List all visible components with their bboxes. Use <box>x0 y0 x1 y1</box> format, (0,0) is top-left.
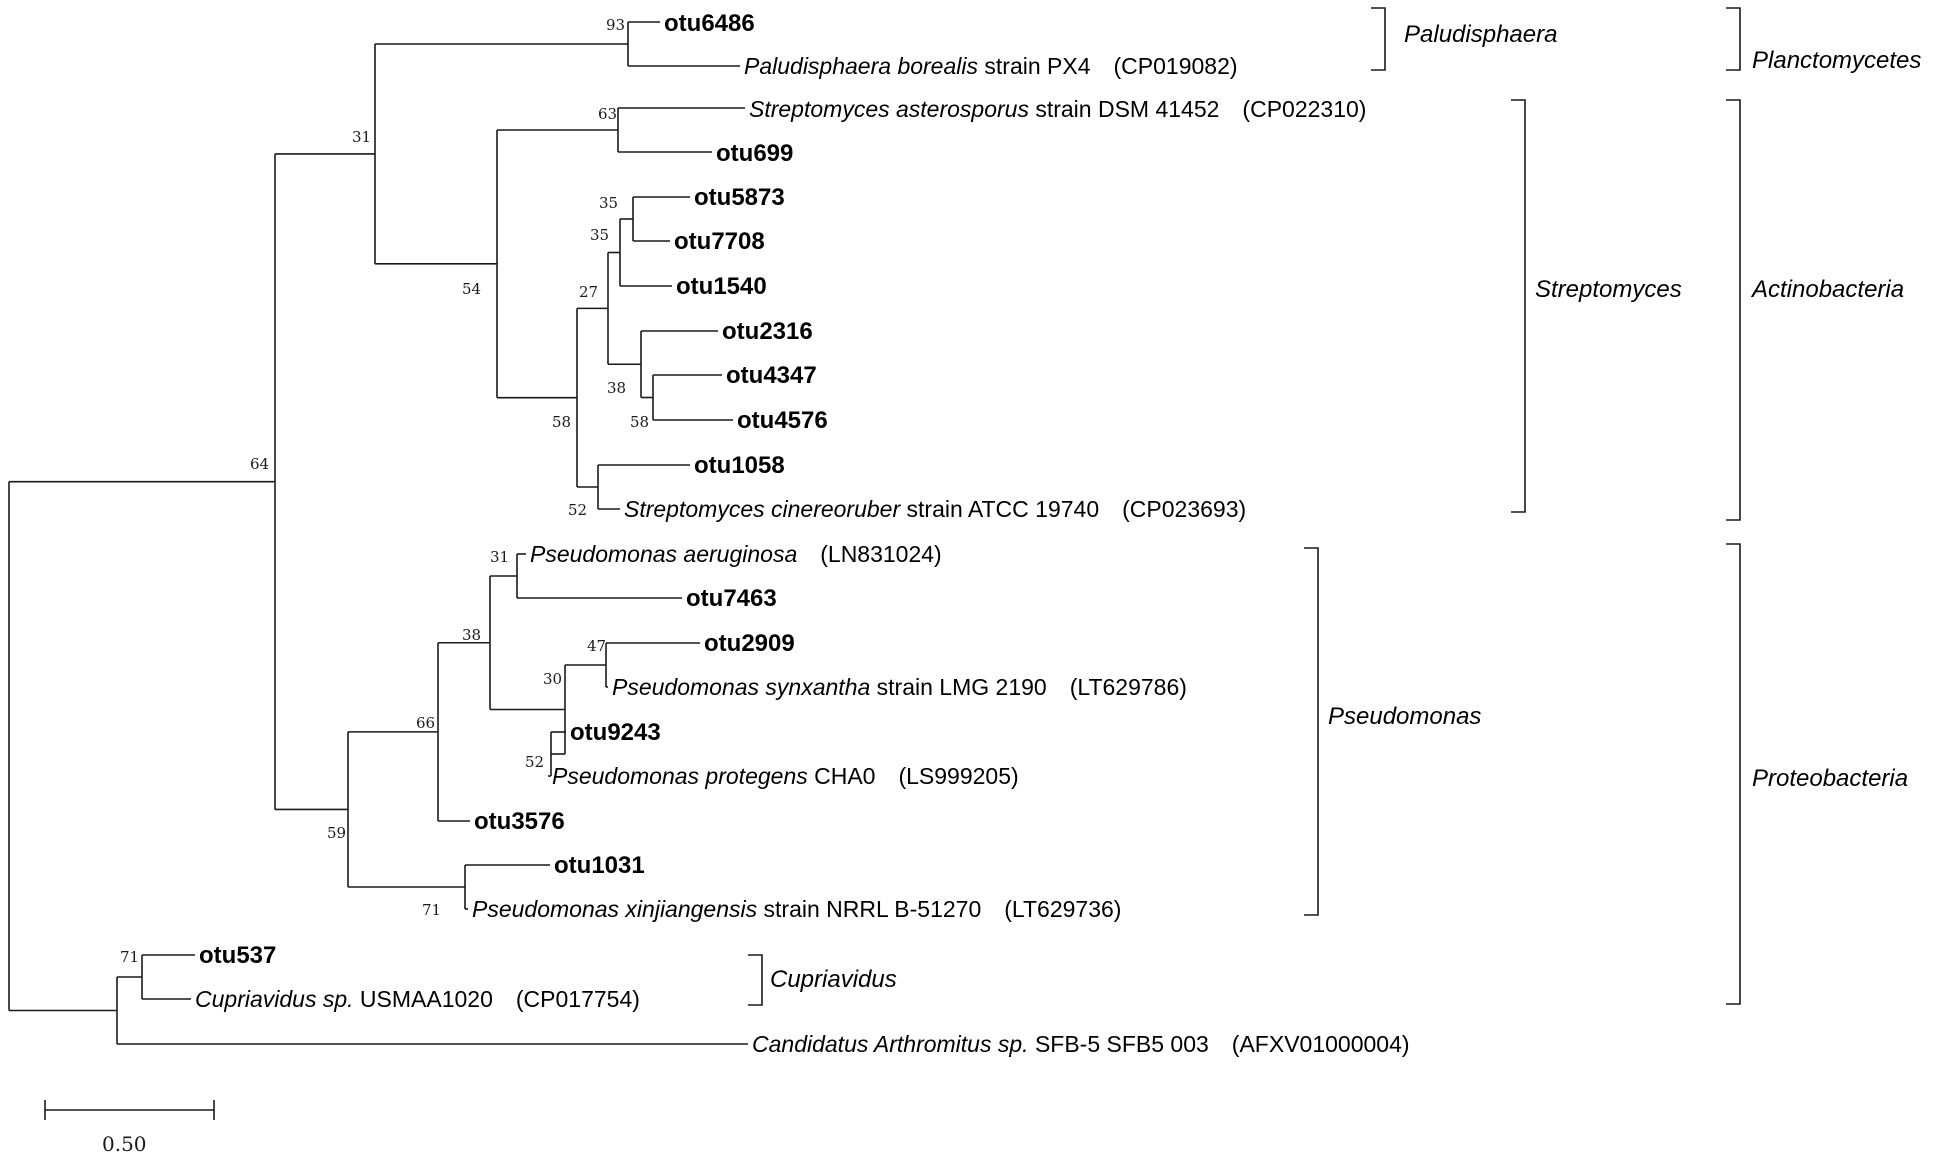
phylum-actinobacteria-label: Actinobacteria <box>1750 276 1904 303</box>
tip-label-otu537: otu537 <box>199 942 276 969</box>
bootstrap-value: 58 <box>630 413 649 431</box>
tip-label-otu3576: otu3576 <box>474 808 565 835</box>
tip-label-otu6486: otu6486 <box>664 10 755 37</box>
tip-label-p_synxantha: Pseudomonas synxantha strain LMG 2190 (L… <box>612 674 1187 700</box>
tip-label-paludisphaera: Paludisphaera borealis strain PX4 (CP019… <box>744 53 1238 79</box>
bootstrap-value: 47 <box>587 637 606 655</box>
tip-label-p_xinjiangensis: Pseudomonas xinjiangensis strain NRRL B-… <box>472 896 1121 922</box>
tip-label-otu2909: otu2909 <box>704 630 795 657</box>
bootstrap-value: 52 <box>568 501 587 519</box>
tip-label-otu1540: otu1540 <box>676 273 767 300</box>
tip-label-otu1058: otu1058 <box>694 452 785 479</box>
tip-label-otu2316: otu2316 <box>722 318 813 345</box>
species-name: Candidatus Arthromitus sp. <box>752 1031 1029 1057</box>
bootstrap-value: 59 <box>327 824 346 842</box>
bootstrap-value: 35 <box>599 194 618 212</box>
strain-accession: strain DSM 41452 (CP022310) <box>1029 96 1367 122</box>
bootstrap-value: 71 <box>120 948 139 966</box>
species-name: Pseudomonas aeruginosa <box>530 541 797 567</box>
tip-label-otu4576: otu4576 <box>737 407 828 434</box>
strain-accession: SFB-5 SFB5 003 (AFXV01000004) <box>1029 1031 1410 1057</box>
tip-label-otu5873: otu5873 <box>694 184 785 211</box>
strain-accession: USMAA1020 (CP017754) <box>354 986 640 1012</box>
species-name: Pseudomonas xinjiangensis <box>472 896 758 922</box>
bootstrap-value: 71 <box>422 901 441 919</box>
tip-label-p_aeruginosa: Pseudomonas aeruginosa (LN831024) <box>530 541 942 567</box>
species-name: Pseudomonas synxantha <box>612 674 870 700</box>
bootstrap-value: 38 <box>462 626 481 644</box>
tip-label-s_asterosporus: Streptomyces asterosporus strain DSM 414… <box>749 96 1366 122</box>
bootstrap-value: 66 <box>416 714 435 732</box>
tip-label-otu7463: otu7463 <box>686 585 777 612</box>
bootstrap-value: 63 <box>598 105 617 123</box>
genus-paludisphaera-label: Paludisphaera <box>1404 21 1557 48</box>
strain-accession: (LN831024) <box>797 541 941 567</box>
tree-branches <box>8 21 748 1045</box>
tip-label-s_cinereoruber: Streptomyces cinereoruber strain ATCC 19… <box>624 496 1246 522</box>
bootstrap-values: 9331635435352738585852643138473052665971… <box>120 16 649 966</box>
phylum-actinobacteria-bracket <box>1726 99 1741 521</box>
bootstrap-value: 27 <box>579 283 598 301</box>
tip-label-otu9243: otu9243 <box>570 719 661 746</box>
tip-label-cupriavidus: Cupriavidus sp. USMAA1020 (CP017754) <box>195 986 640 1012</box>
bootstrap-value: 54 <box>462 280 481 298</box>
strain-accession: strain PX4 (CP019082) <box>978 53 1238 79</box>
strain-accession: strain NRRL B-51270 (LT629736) <box>757 896 1121 922</box>
tip-label-otu1031: otu1031 <box>554 852 645 879</box>
genus-cupriavidus-label: Cupriavidus <box>770 966 897 993</box>
species-name: Pseudomonas protegens <box>552 763 808 789</box>
bootstrap-value: 31 <box>490 548 509 566</box>
genus-pseudomonas-label: Pseudomonas <box>1328 703 1481 730</box>
phylum-planctomycetes-label: Planctomycetes <box>1752 47 1921 74</box>
bootstrap-value: 31 <box>352 128 371 146</box>
clade-brackets: PaludisphaeraStreptomycesPseudomonasCupr… <box>748 7 1921 1006</box>
genus-cupriavidus-bracket <box>748 954 763 1006</box>
strain-accession: strain ATCC 19740 (CP023693) <box>900 496 1246 522</box>
species-name: Cupriavidus sp. <box>195 986 354 1012</box>
species-name: Streptomyces cinereoruber <box>624 496 901 522</box>
bootstrap-value: 35 <box>590 226 609 244</box>
bootstrap-value: 58 <box>552 413 571 431</box>
phylum-planctomycetes-bracket <box>1726 7 1741 71</box>
strain-accession: CHA0 (LS999205) <box>808 763 1019 789</box>
genus-streptomyces-bracket <box>1511 99 1526 513</box>
species-name: Streptomyces asterosporus <box>749 96 1029 122</box>
genus-pseudomonas-bracket <box>1304 547 1319 916</box>
scale-bar: 0.50 <box>44 1100 215 1156</box>
scale-bar-label: 0.50 <box>102 1132 147 1156</box>
strain-accession: strain LMG 2190 (LT629786) <box>870 674 1187 700</box>
bootstrap-value: 93 <box>606 16 625 34</box>
tip-label-candidatus: Candidatus Arthromitus sp. SFB-5 SFB5 00… <box>752 1031 1410 1057</box>
genus-paludisphaera-bracket <box>1371 7 1386 71</box>
tip-label-otu4347: otu4347 <box>726 362 817 389</box>
bootstrap-value: 64 <box>250 455 269 473</box>
bootstrap-value: 38 <box>607 379 626 397</box>
genus-streptomyces-label: Streptomyces <box>1535 276 1682 303</box>
tip-label-p_protegens: Pseudomonas protegens CHA0 (LS999205) <box>552 763 1019 789</box>
phylum-proteobacteria-bracket <box>1726 543 1741 1005</box>
phylum-proteobacteria-label: Proteobacteria <box>1752 765 1908 792</box>
tip-label-otu699: otu699 <box>716 140 793 167</box>
bootstrap-value: 52 <box>525 753 544 771</box>
bootstrap-value: 30 <box>543 670 562 688</box>
tip-label-otu7708: otu7708 <box>674 228 765 255</box>
species-name: Paludisphaera borealis <box>744 53 978 79</box>
